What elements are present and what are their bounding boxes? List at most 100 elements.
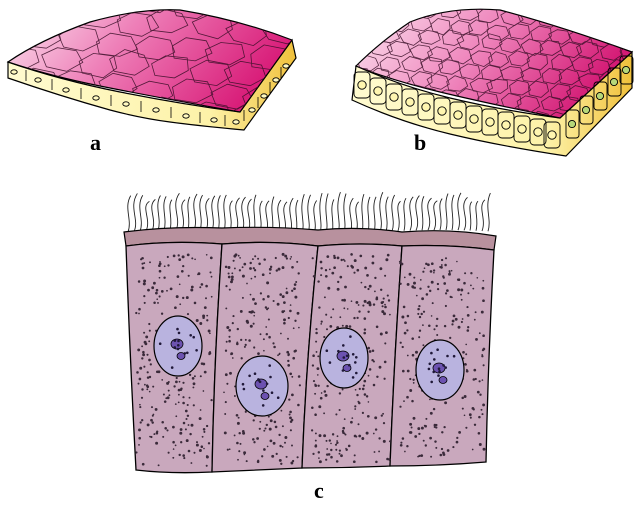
surface-cell-outline [288,2,330,26]
chromatin [430,352,433,355]
surface-cell-outline [349,11,370,26]
surface-cell-outline [328,96,350,111]
cilium [404,198,406,231]
chromatin [349,335,352,338]
surface-cell-outline [568,1,589,16]
cuboidal-epithelium [327,0,642,161]
cilium [368,197,370,233]
surface-cell-outline [96,0,139,12]
cilium [230,201,233,231]
surface-cell-outline [510,0,532,12]
squamous-nucleus [249,108,255,112]
cilium [446,194,448,230]
surface-cell-outline [629,120,642,135]
cilium [176,193,180,230]
chromatin [195,349,198,352]
cilium [314,201,317,234]
cilium [476,201,478,231]
surface-cell-outline [470,0,491,10]
chromatin [342,344,345,347]
chromatin [428,368,431,371]
cilium [362,194,364,233]
chromatin [342,369,345,372]
chromatin [177,344,180,347]
chromatin [189,334,192,337]
nucleolus [171,339,183,349]
chromatin [177,340,180,343]
surface-cell-outline [327,39,348,54]
chromatin [355,356,358,359]
surface-cell-outline [350,125,372,141]
chromatin [186,352,189,355]
chromatin [442,364,445,367]
surface-cell-outline [369,124,391,139]
surface-cell-outline [600,17,622,32]
chromatin [266,383,269,386]
chromatin [254,372,257,375]
surface-cell-outline [368,14,389,29]
cilium [134,193,138,231]
surface-cell-outline [588,3,611,20]
chromatin [444,366,447,369]
surface-cell-outline [621,103,642,118]
surface-cell-outline [612,33,632,47]
cilium [482,200,485,231]
surface-cell-outline [245,131,287,154]
chromatin [174,346,177,349]
cuboidal-nucleus [406,98,414,106]
nucleus [154,316,202,376]
cilium [398,201,401,231]
chromatin [268,364,271,367]
surface-cell-outline [531,0,552,15]
chromatin [178,332,181,335]
cilium [326,194,328,234]
surface-cell-outline [56,0,99,6]
chromatin [184,352,187,355]
surface-cell-outline [387,0,409,1]
squamous-nucleus [35,78,41,82]
surface-cell-outline [135,120,177,145]
cilium [182,200,185,230]
chromatin [432,371,435,374]
cilium [224,195,227,231]
cuboidal-nucleus [486,118,494,126]
surface-cell-outline [212,130,251,154]
cilium [308,195,311,234]
squamous-nucleus [211,118,217,122]
chromatin [343,356,346,359]
surface-cell-outline [548,0,570,16]
surface-cell-outline [631,5,642,20]
surface-cell-outline [637,133,642,149]
cilium [170,200,172,231]
cuboidal-nucleus [422,103,430,111]
chromatin [174,339,177,342]
cuboidal-nucleus [582,106,589,113]
surface-cell-outline [608,6,629,20]
chromatin [352,376,355,379]
cilium [410,197,413,231]
surface-cell-outline [620,132,641,148]
surface-cell-outline [587,142,609,158]
cilium [254,195,256,232]
squamous-nucleus [283,64,289,68]
squamous-nucleus [183,114,189,118]
cilium [200,195,203,230]
surface-cell-outline [490,0,512,10]
squamous-nucleus [11,70,17,74]
chromatin [348,364,351,367]
cilium [416,196,420,231]
surface-cell-outline [409,0,431,5]
chromatin [437,374,440,377]
chromatin [354,361,357,364]
surface-cell-outline [432,0,454,4]
surface-cell-outline [387,126,407,141]
nucleolus [261,393,269,400]
cilium [458,193,461,230]
chromatin [433,358,436,361]
chromatin [355,372,358,375]
surface-cell-outline [245,0,285,22]
cuboidal-nucleus [438,107,446,115]
cilium [428,198,432,230]
cilium [320,193,322,234]
